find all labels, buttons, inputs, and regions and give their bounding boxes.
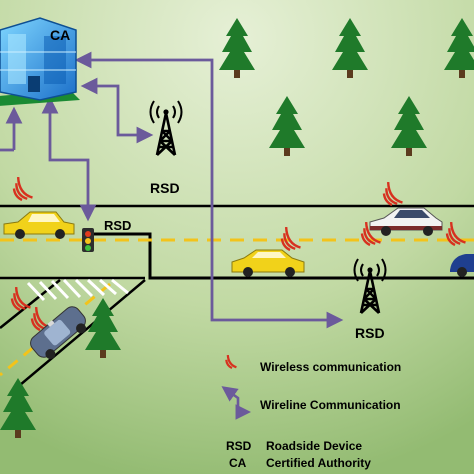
legend-wireless-text: Wireless communication bbox=[260, 360, 401, 374]
legend-wireline-text: Wireline Communication bbox=[260, 398, 401, 412]
car-yellow-center-icon bbox=[231, 249, 305, 277]
legend-meaning-rsd: Roadside Device bbox=[266, 439, 362, 453]
rsd-intersection-label: RSD bbox=[104, 218, 131, 233]
legend-meaning-ca: Certified Authority bbox=[266, 456, 371, 470]
rsd-top-label: RSD bbox=[150, 180, 180, 196]
legend-wireline-icon bbox=[221, 386, 252, 420]
traffic-light-icon bbox=[82, 228, 94, 252]
legend: Wireless communication Wireline Communic… bbox=[221, 354, 401, 470]
car-blue-edge-icon bbox=[450, 254, 474, 277]
legend-wireless-icon bbox=[225, 354, 237, 370]
car-yellow-left-icon bbox=[3, 211, 75, 239]
legend-abbr-rsd: RSD bbox=[226, 439, 252, 453]
legend-abbr-ca: CA bbox=[229, 456, 247, 470]
car-white-right-icon bbox=[369, 207, 443, 236]
car-police-icon bbox=[30, 306, 87, 360]
ca-label: CA bbox=[50, 27, 70, 43]
wireline-connections bbox=[0, 51, 344, 329]
ca-building-icon bbox=[0, 17, 80, 106]
rsd-bottom-label: RSD bbox=[355, 325, 385, 341]
